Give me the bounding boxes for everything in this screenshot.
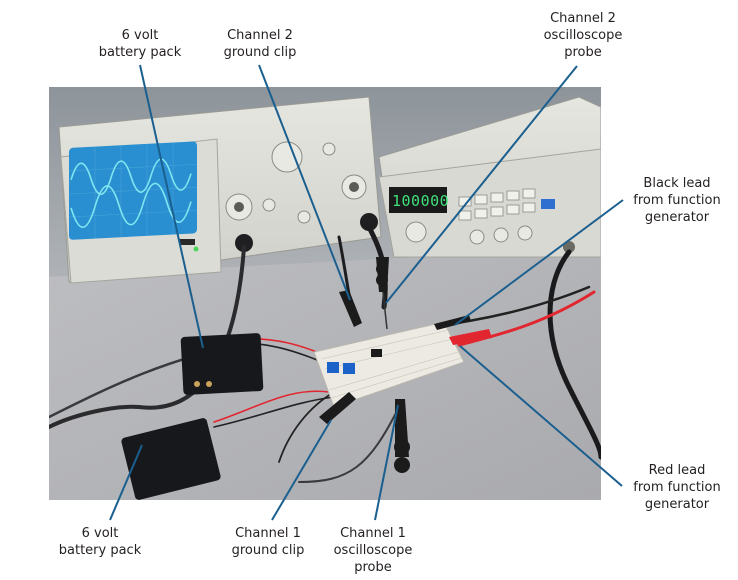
ch1-bnc-connector — [235, 234, 253, 252]
red-lead-clip — [449, 329, 492, 345]
label-black-lead: Black lead from function generator — [633, 176, 721, 225]
ch1-ground-clip — [319, 392, 356, 424]
terminal-block-1 — [327, 362, 339, 373]
label-ch1-probe: Channel 1 oscilloscope probe — [333, 526, 413, 575]
ch2-bnc-connector — [360, 213, 378, 231]
battery-pack-top — [180, 333, 264, 395]
label-red-lead: Red lead from function generator — [633, 463, 721, 512]
battery-pack-bottom — [121, 418, 221, 500]
label-ch2-ground-clip: Channel 2 ground clip — [223, 28, 297, 60]
label-ch1-ground-clip: Channel 1 ground clip — [231, 526, 305, 558]
ch1-probe-cable — [49, 245, 246, 429]
label-battery-pack-bottom: 6 volt battery pack — [58, 526, 142, 558]
ic-chip — [371, 349, 382, 357]
frequency-readout: 100000 — [392, 192, 449, 210]
terminal-block-2 — [343, 363, 355, 374]
lab-setup-photo: 100000 — [49, 87, 601, 500]
label-ch2-probe: Channel 2 oscilloscope probe — [543, 11, 623, 60]
label-battery-pack-top: 6 volt battery pack — [98, 28, 182, 60]
